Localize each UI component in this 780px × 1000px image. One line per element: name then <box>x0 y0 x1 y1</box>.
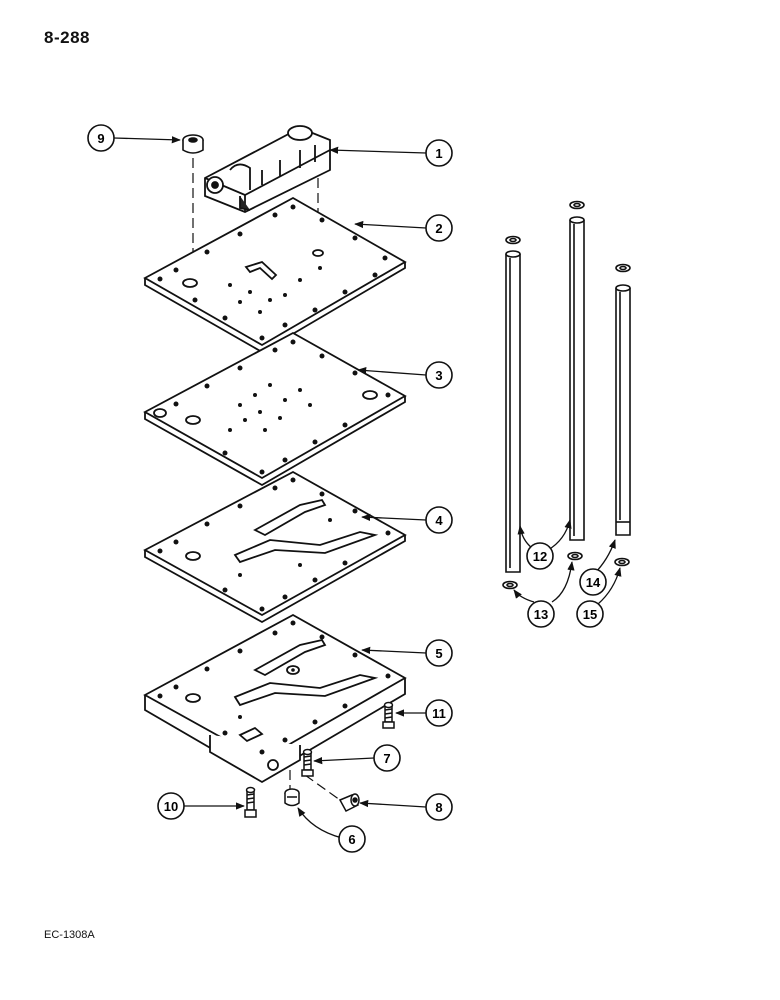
tube-middle <box>567 200 585 561</box>
callout-10: 10 <box>157 792 185 820</box>
callout-3-label: 3 <box>435 368 442 383</box>
part-2-plate <box>143 196 407 354</box>
callout-13-label: 13 <box>534 607 548 622</box>
callout-12: 12 <box>526 542 554 570</box>
callout-15-label: 15 <box>583 607 597 622</box>
callout-13: 13 <box>527 600 555 628</box>
part-4-plate <box>143 470 407 624</box>
callout-3: 3 <box>425 361 453 389</box>
part-9-plug <box>182 134 204 154</box>
callout-1: 1 <box>425 139 453 167</box>
callout-8-label: 8 <box>435 800 442 815</box>
leader-lines <box>113 136 622 839</box>
callout-10-label: 10 <box>164 799 178 814</box>
callout-6: 6 <box>338 825 366 853</box>
part-6-fitting <box>284 788 300 807</box>
callout-7-label: 7 <box>383 751 390 766</box>
part-5-manifold-block <box>143 613 407 784</box>
part-1-valve-body <box>204 125 331 213</box>
figure-code: EC-1308A <box>44 929 95 941</box>
part-11-bolt <box>382 701 395 729</box>
callout-9-label: 9 <box>97 131 104 146</box>
callout-5-label: 5 <box>435 646 442 661</box>
tube-right <box>614 263 631 567</box>
part-10-bolt <box>244 786 257 818</box>
tube-left <box>502 235 521 590</box>
callout-2-label: 2 <box>435 221 442 236</box>
part-8-fitting <box>338 793 360 812</box>
callout-11-label: 11 <box>432 706 446 721</box>
callout-9: 9 <box>87 124 115 152</box>
part-3-plate <box>143 331 407 487</box>
callout-1-label: 1 <box>435 146 442 161</box>
callout-8: 8 <box>425 793 453 821</box>
callout-11: 11 <box>425 699 453 727</box>
part-7-bolt <box>301 748 314 777</box>
callout-4-label: 4 <box>435 513 443 528</box>
callout-4: 4 <box>425 506 453 534</box>
page-number: 8-288 <box>44 28 90 47</box>
callout-2: 2 <box>425 214 453 242</box>
callout-15: 15 <box>576 600 604 628</box>
callout-14: 14 <box>579 568 607 596</box>
callout-14-label: 14 <box>586 575 601 590</box>
callout-5: 5 <box>425 639 453 667</box>
callout-6-label: 6 <box>348 832 355 847</box>
callout-7: 7 <box>373 744 401 772</box>
callout-12-label: 12 <box>533 549 547 564</box>
